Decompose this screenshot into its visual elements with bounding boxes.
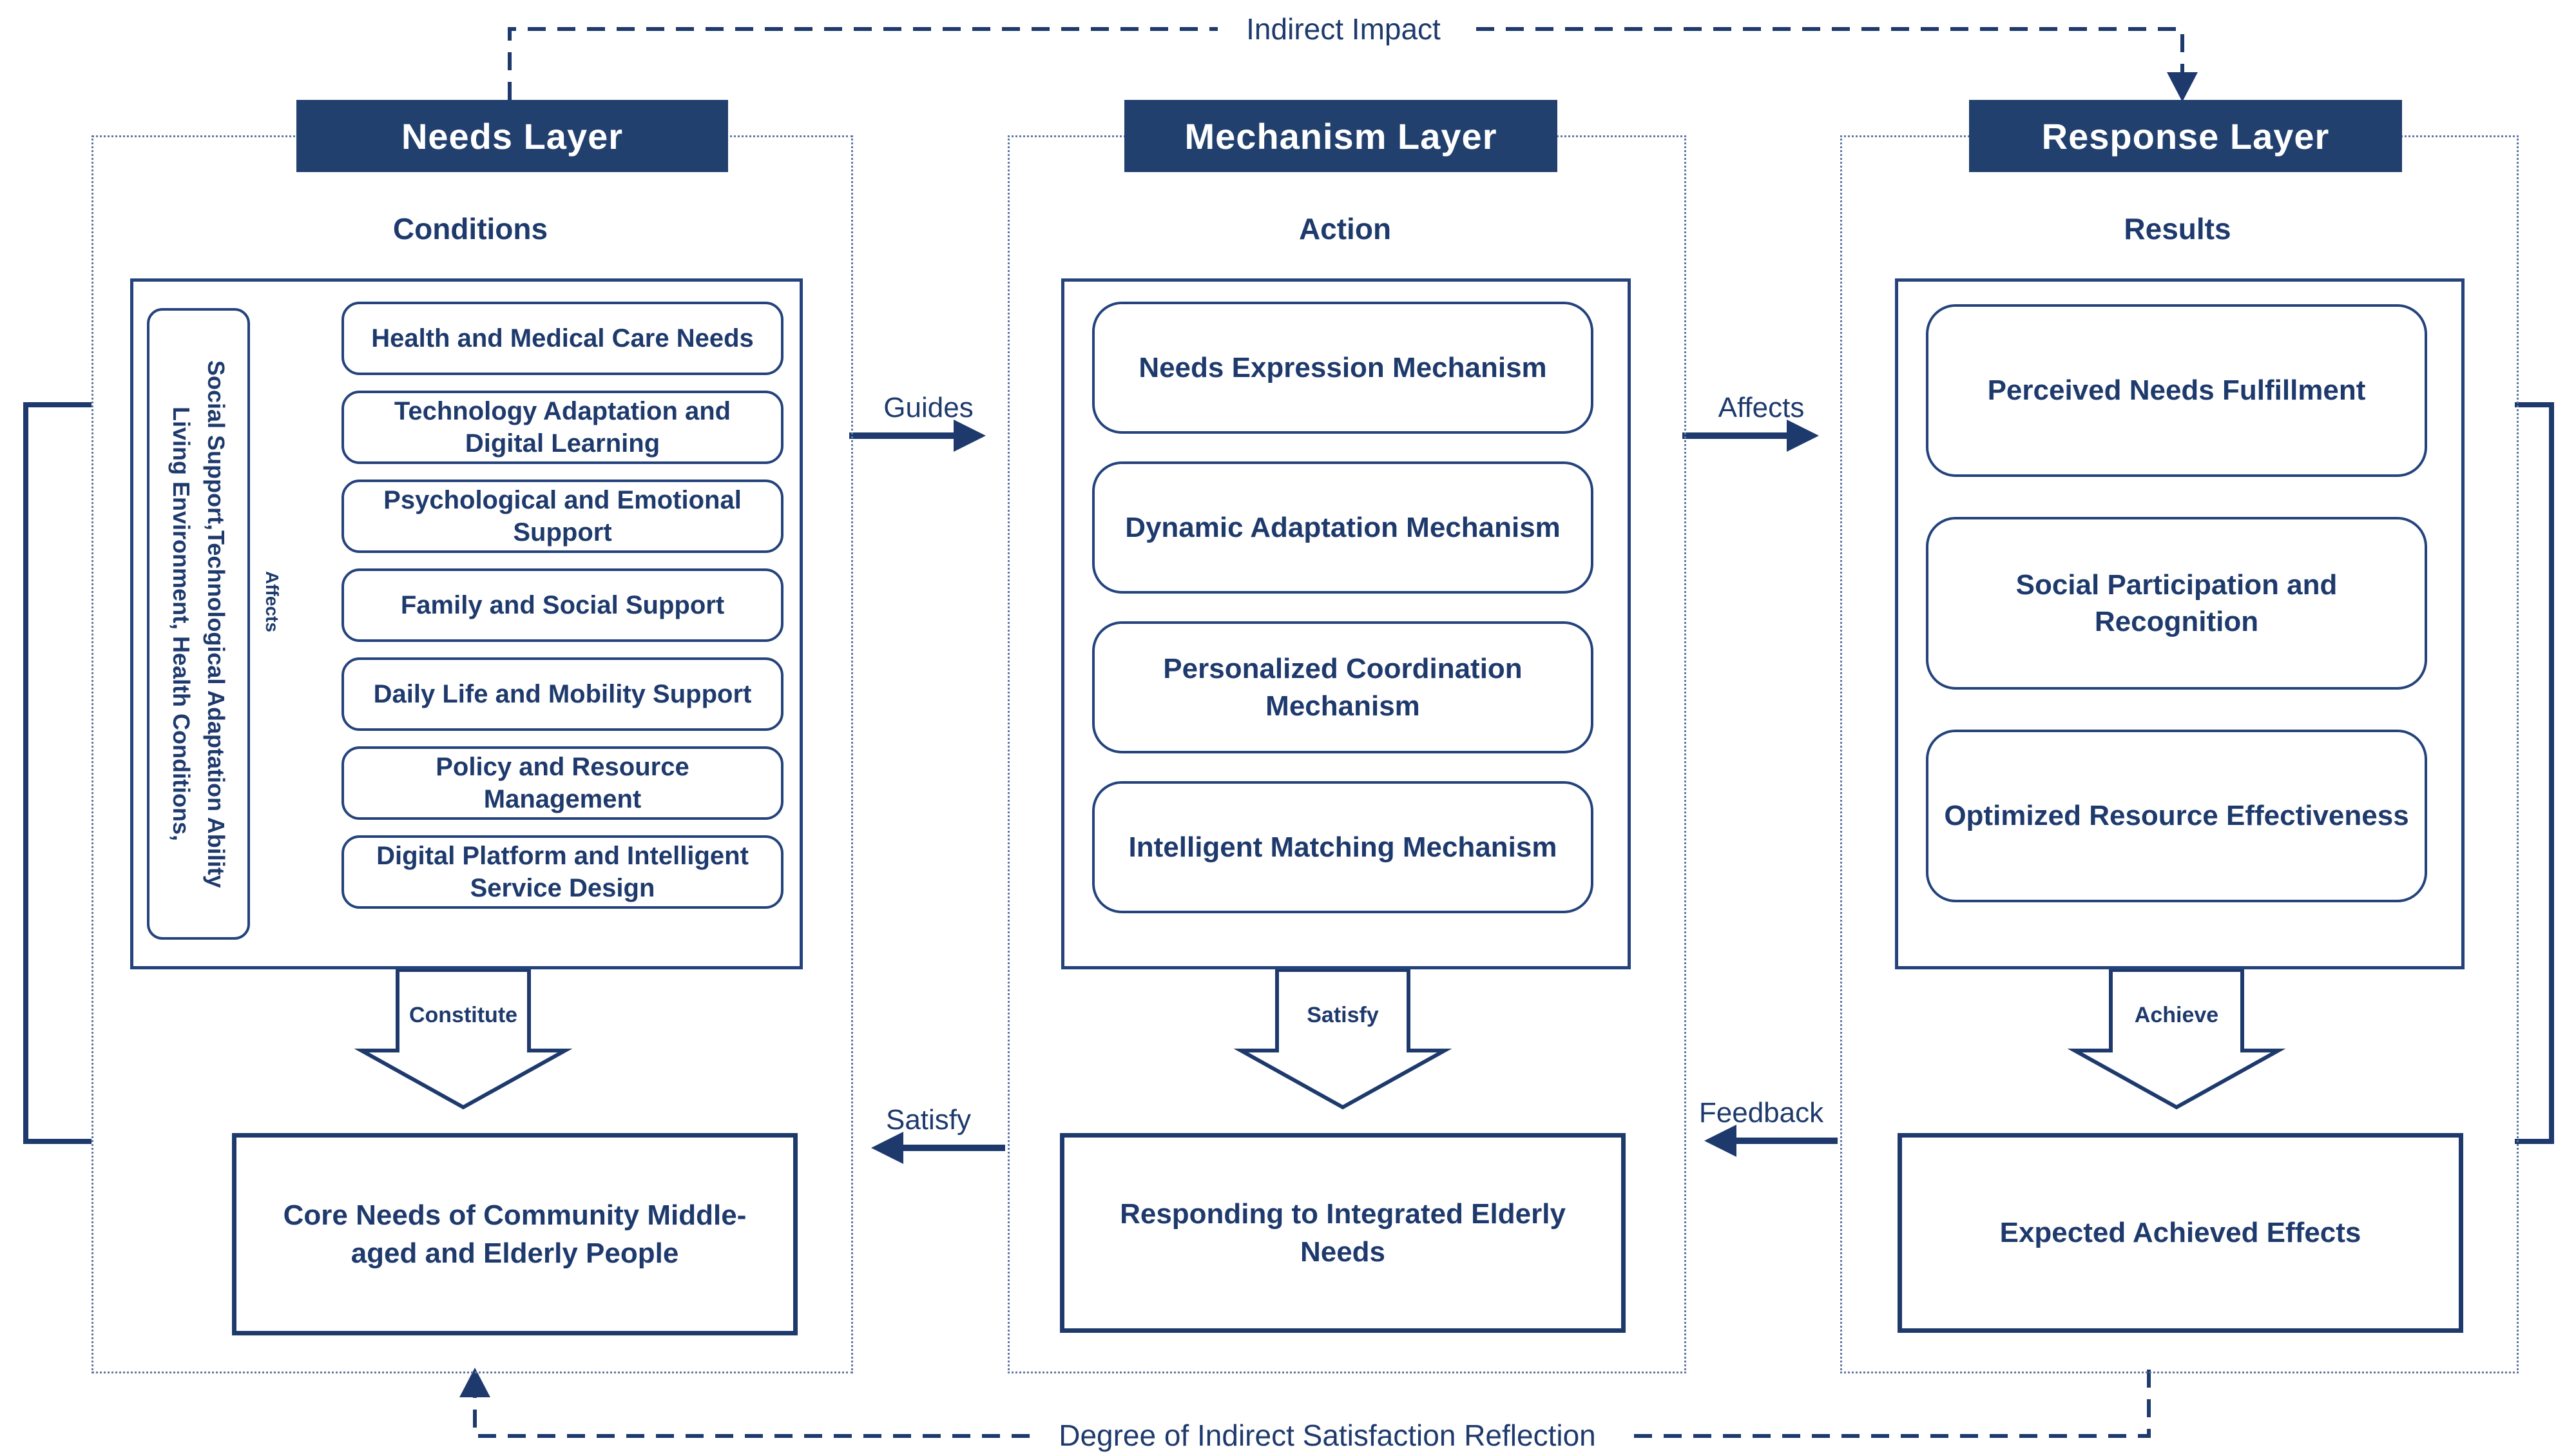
- indirect-impact-label: Indirect Impact: [1218, 9, 1469, 49]
- satisfy-big-arrow: [1233, 968, 1452, 1110]
- affects-label: Affects: [1718, 392, 1805, 423]
- needs-subtitle: Conditions: [392, 212, 548, 246]
- needs-item: Daily Life and Mobility Support: [341, 657, 783, 731]
- mechanism-item: Dynamic Adaptation Mechanism: [1092, 461, 1593, 594]
- mechanism-item: Personalized Coordination Mechanism: [1092, 621, 1593, 753]
- response-layer-title: Response Layer: [2041, 115, 2330, 157]
- response-item: Optimized Resource Effectiveness: [1926, 730, 2427, 902]
- needs-item: Digital Platform and Intelligent Service…: [341, 835, 783, 909]
- response-item: Perceived Needs Fulfillment: [1926, 304, 2427, 477]
- needs-item: Family and Social Support: [341, 568, 783, 642]
- right-bracket-line: [2515, 402, 2554, 1144]
- side-text-line2: Living Environment, Health Conditions,: [168, 406, 195, 841]
- needs-item: Health and Medical Care Needs: [341, 302, 783, 375]
- guides-label: Guides: [883, 392, 974, 423]
- satisfy-big-arrow-label: Satisfy: [1307, 1003, 1379, 1027]
- mechanism-layer-title: Mechanism Layer: [1184, 115, 1497, 157]
- achieve-label: Achieve: [2134, 1003, 2219, 1027]
- core-needs-box: Core Needs of Community Middle-aged and …: [232, 1133, 798, 1335]
- response-layer-header: Response Layer: [1969, 100, 2402, 172]
- indirect-impact-arrowhead: [2167, 72, 2198, 102]
- constitute-big-arrow: [354, 968, 573, 1110]
- left-bracket-line: [23, 402, 91, 1144]
- responding-box: Responding to Integrated Elderly Needs: [1060, 1133, 1626, 1333]
- conditions-side-text-box: Social Support,Technological Adaptation …: [147, 308, 250, 940]
- constitute-label: Constitute: [409, 1003, 518, 1027]
- mechanism-item: Intelligent Matching Mechanism: [1092, 781, 1593, 913]
- achieve-big-arrow: [2067, 968, 2286, 1110]
- needs-item: Psychological and Emotional Support: [341, 480, 783, 553]
- needs-item: Technology Adaptation and Digital Learni…: [341, 391, 783, 464]
- reflection-label: Degree of Indirect Satisfaction Reflecti…: [1031, 1415, 1624, 1454]
- satisfy-label: Satisfy: [885, 1104, 972, 1136]
- mechanism-layer-header: Mechanism Layer: [1124, 100, 1557, 172]
- reflection-arrowhead: [459, 1368, 490, 1397]
- needs-layer-header: Needs Layer: [296, 100, 728, 172]
- feedback-label: Feedback: [1698, 1097, 1824, 1129]
- needs-item: Policy and Resource Management: [341, 746, 783, 820]
- needs-layer-title: Needs Layer: [401, 115, 624, 157]
- response-subtitle: Results: [2124, 212, 2231, 246]
- expected-effects-box: Expected Achieved Effects: [1898, 1133, 2463, 1333]
- affects-small-label: Affects: [260, 568, 284, 635]
- side-text-line1: Social Support,Technological Adaptation …: [203, 360, 229, 888]
- mechanism-subtitle: Action: [1298, 212, 1392, 246]
- mechanism-item: Needs Expression Mechanism: [1092, 302, 1593, 434]
- response-item: Social Participation and Recognition: [1926, 517, 2427, 690]
